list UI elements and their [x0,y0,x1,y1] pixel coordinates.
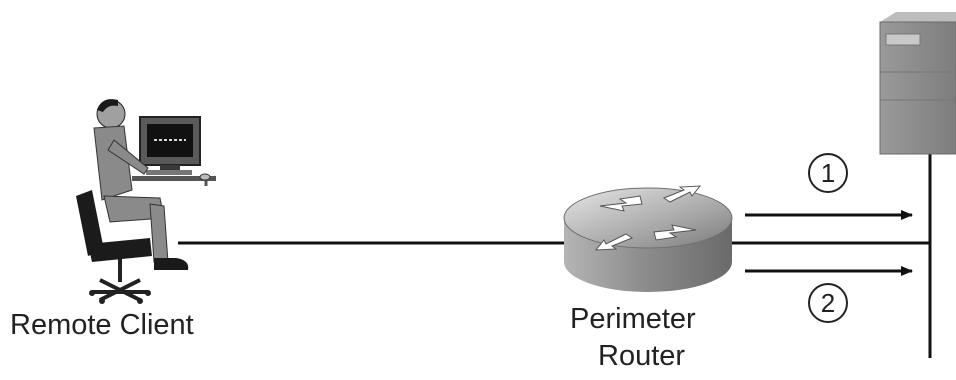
flow-number-2: 2 [808,283,848,323]
perimeter-router-label-line2: Router [598,340,686,372]
perimeter-router-label-line1: Perimeter [570,303,696,335]
server-icon [879,12,956,155]
remote-client-icon [76,99,216,304]
flow-number-1: 1 [808,153,848,193]
router-icon [563,185,733,292]
remote-client-label: Remote Client [10,309,194,341]
